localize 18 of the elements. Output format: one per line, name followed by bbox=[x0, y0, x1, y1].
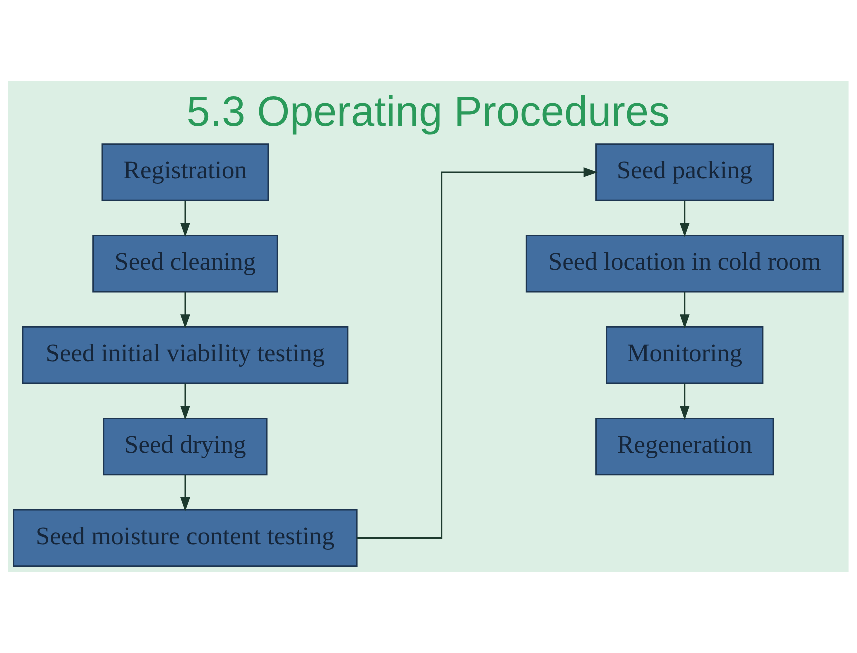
arrow bbox=[180, 384, 190, 420]
diagram-title: 5.3 Operating Procedures bbox=[186, 88, 670, 136]
node-box: Regeneration bbox=[596, 418, 774, 476]
arrow bbox=[357, 168, 598, 539]
arrow bbox=[680, 384, 690, 420]
node-box: Seed drying bbox=[103, 418, 268, 476]
node-box: Registration bbox=[102, 144, 270, 202]
node-box: Seed location in cold room bbox=[526, 235, 844, 293]
arrow bbox=[680, 200, 690, 238]
arrow bbox=[680, 292, 690, 329]
arrow bbox=[180, 292, 190, 329]
node-box: Monitoring bbox=[606, 326, 764, 384]
node-box: Seed packing bbox=[596, 144, 774, 202]
arrow bbox=[180, 475, 190, 512]
node-box: Seed cleaning bbox=[92, 235, 278, 293]
node-box: Seed moisture content testing bbox=[13, 509, 358, 568]
arrow bbox=[180, 200, 190, 238]
node-box: Seed initial viability testing bbox=[22, 326, 349, 384]
